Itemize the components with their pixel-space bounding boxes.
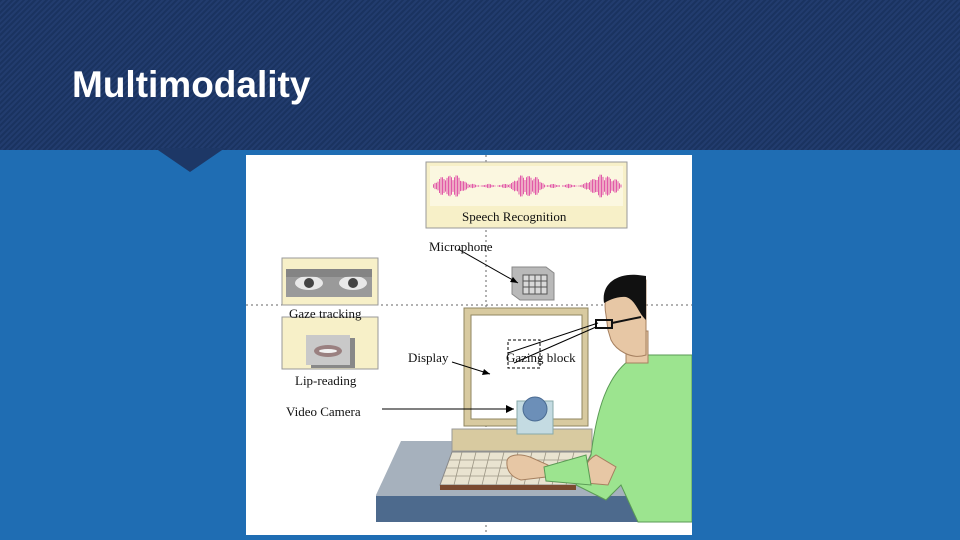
gaze-line-lower (513, 326, 597, 364)
person-illustration (506, 274, 692, 523)
waveform (433, 174, 622, 198)
slide-header (0, 0, 960, 150)
lip-reading-label: Lip-reading (295, 373, 357, 388)
diagram-drawing (246, 155, 692, 535)
microphone-arrow (457, 248, 519, 284)
gaze-tracking-label: Gaze tracking (289, 306, 362, 321)
speech-recognition-label: Speech Recognition (462, 209, 567, 224)
gazing-block-label: Gazing block (506, 350, 576, 365)
display-label: Display (408, 350, 449, 365)
gazing-block-box (507, 339, 541, 369)
slide-title: Multimodality (72, 64, 311, 105)
multimodality-diagram: Speech Recognition Microphone Gaze track… (246, 155, 692, 535)
gaze-line (507, 322, 599, 354)
microphone-label: Microphone (429, 239, 493, 254)
keyboard-edge (440, 485, 576, 490)
header-pointer (155, 148, 225, 172)
camera-lens (522, 396, 548, 422)
microphone-grid (523, 275, 547, 294)
video-camera-label: Video Camera (286, 404, 361, 419)
